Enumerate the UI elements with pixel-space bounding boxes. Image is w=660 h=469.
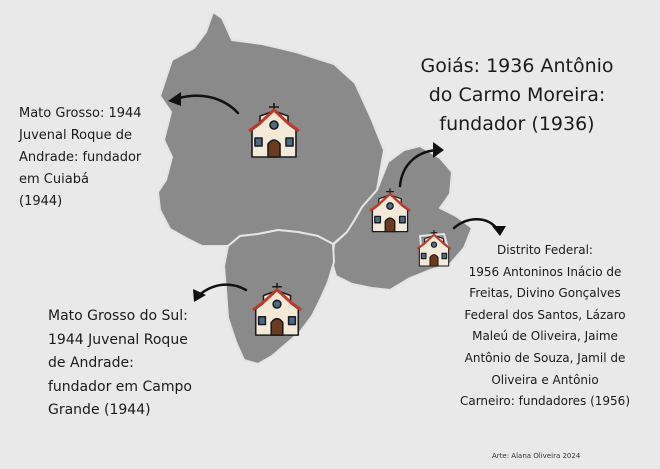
arrow-head-icon bbox=[492, 226, 506, 236]
church-icon bbox=[251, 282, 303, 336]
label-distrito-federal: Distrito Federal: 1956 Antoninos Inácio … bbox=[459, 243, 631, 409]
map-infographic: Mato Grosso: 1944 Juvenal Roque de Andra… bbox=[19, 11, 630, 460]
church-icon bbox=[248, 103, 300, 158]
church-icon bbox=[416, 230, 452, 267]
arrow-head-icon bbox=[168, 92, 181, 106]
church-icon bbox=[369, 188, 411, 233]
arrow-head-icon bbox=[433, 142, 444, 158]
label-mato-grosso: Mato Grosso: 1944 Juvenal Roque de Andra… bbox=[19, 106, 142, 209]
arrow-head-icon bbox=[193, 289, 206, 302]
curved-arrow-icon bbox=[196, 283, 248, 298]
curved-arrow-icon bbox=[174, 94, 240, 115]
label-mato-grosso-do-sul: Mato Grosso do Sul: 1944 Juvenal Roque d… bbox=[48, 308, 192, 418]
label-goias: Goiás: 1936 Antônio do Carmo Moreira: fu… bbox=[420, 55, 614, 135]
credit-text: Arte: Alana Oliveira 2024 bbox=[492, 452, 581, 460]
